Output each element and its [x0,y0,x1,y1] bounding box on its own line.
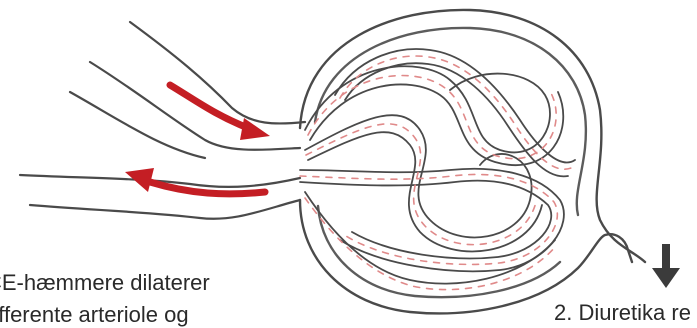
caption-ace-inhibitor-line2: efferente arteriole og [0,302,189,328]
left-arrow-icon [125,168,265,194]
afferent-arteriole [70,22,305,158]
right-arrow-icon [170,85,270,140]
capillary-tuft [300,49,575,290]
down-arrow-icon [652,244,680,288]
caption-ace-inhibitor-line1: CE-hæmmere dilaterer [0,270,210,296]
caption-diuretics: 2. Diuretika re [554,300,691,326]
bowman-capsule [300,10,645,313]
